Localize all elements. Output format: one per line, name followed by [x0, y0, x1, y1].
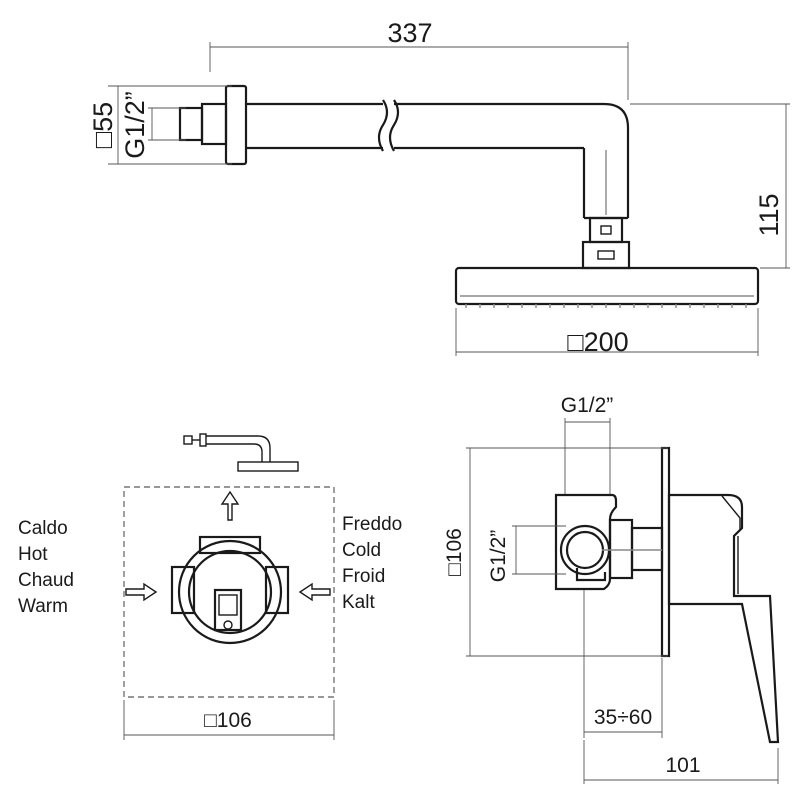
arrow-right-icon: [125, 582, 158, 602]
label-hot: Hot: [18, 544, 48, 565]
dim-thread-top: G1/2”: [561, 394, 614, 417]
hot-labels: Caldo Hot Chaud Warm: [18, 518, 74, 617]
installation-box-outline: [123, 486, 335, 698]
label-cold: Cold: [342, 540, 381, 561]
nozzle-row: [465, 304, 747, 308]
dim-flange-55: □55: [88, 102, 118, 148]
label-kalt: Kalt: [342, 592, 375, 613]
dim-plate-106: □106: [443, 528, 466, 576]
label-chaud: Chaud: [18, 570, 74, 591]
shower-head-icon: [183, 433, 299, 472]
shower-arm-drawing: 337 □55: [88, 18, 790, 357]
dim-height-115: 115: [754, 193, 784, 236]
mixer-front-view: Caldo Hot Chaud Warm Freddo Cold Froid K…: [18, 433, 402, 740]
label-caldo: Caldo: [18, 518, 68, 539]
arrow-left-icon: [298, 582, 331, 602]
label-froid: Froid: [342, 566, 385, 587]
dim-head-200: □200: [567, 327, 628, 357]
dim-depth-range: 35÷60: [594, 706, 652, 729]
cold-labels: Freddo Cold Froid Kalt: [342, 514, 402, 613]
label-freddo: Freddo: [342, 514, 402, 535]
dim-width-337: 337: [387, 18, 432, 48]
arrow-up-icon: [220, 490, 240, 521]
dim-thread-g12: G1/2”: [120, 91, 150, 159]
dim-box-106: □106: [204, 709, 252, 732]
dim-depth-101: 101: [665, 754, 700, 777]
mixer-side-view: G1/2” □106 G1/2” 35÷60 101: [443, 394, 780, 784]
label-warm: Warm: [18, 596, 68, 617]
dim-thread-side: G1/2”: [487, 530, 510, 583]
